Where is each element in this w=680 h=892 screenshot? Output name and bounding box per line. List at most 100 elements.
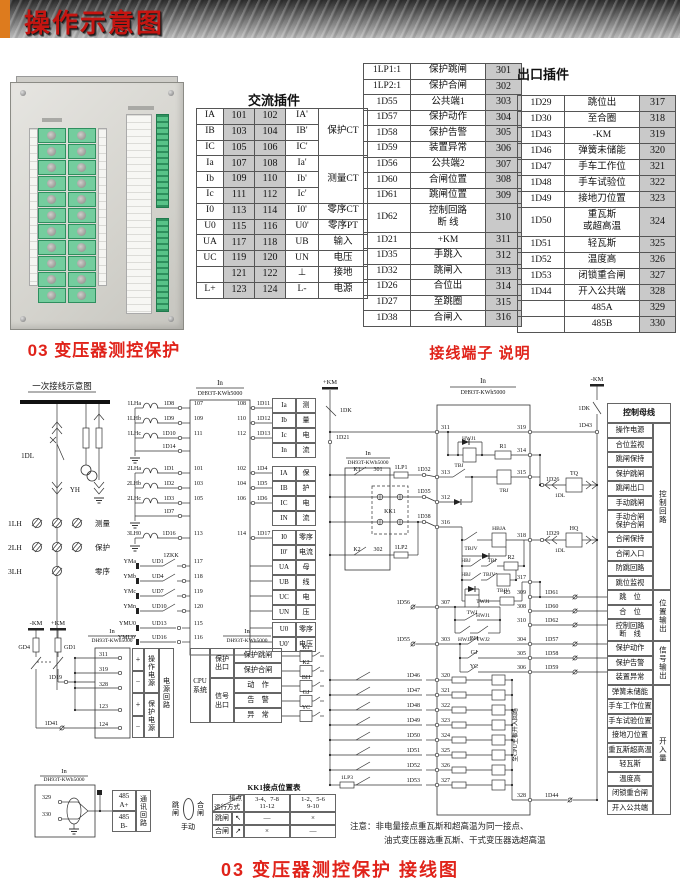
bus-tick (28, 628, 44, 631)
junction-dot (510, 693, 514, 697)
control-label: 温度高 (607, 771, 653, 786)
table-cell: Ia' (285, 155, 319, 173)
wire (51, 427, 63, 435)
ct-symbol (32, 542, 42, 552)
diagram-label: 104 (237, 481, 246, 487)
screw-icon (47, 211, 56, 220)
table-cell: 跳闸入 (410, 263, 486, 281)
diagram-label: HWJ1 (462, 436, 476, 442)
control-label: 跳闸保持 (607, 452, 653, 467)
terminal-row (38, 192, 96, 207)
terminal-cell (68, 288, 96, 303)
diagram-label: 309 (517, 590, 526, 596)
kk1-row-name: 跳闸 (212, 812, 232, 825)
control-label: 合闸保持 (607, 532, 653, 547)
diagram-label: K1 (302, 645, 309, 651)
diagram-label: 1D13 (257, 431, 270, 437)
terminal (527, 655, 533, 661)
table-cell: 1D53 (517, 268, 565, 285)
junction-dot (510, 723, 514, 727)
diagram-label: 1D3 (164, 496, 174, 502)
table-cell: 保护跳闸 (410, 63, 486, 80)
component (499, 596, 515, 606)
diagram-label: 124 (99, 722, 108, 728)
table-cell: 跳位出 (564, 95, 640, 112)
ct-value: I0' (272, 545, 296, 560)
wire (486, 558, 498, 567)
diagram-label: 1D14 (162, 444, 175, 450)
screw-icon (77, 179, 86, 188)
component (491, 689, 506, 701)
screw-icon (47, 259, 56, 268)
diagram-label: 311 (99, 652, 108, 658)
plug-slash (572, 641, 578, 647)
power-sign: + (132, 648, 144, 671)
table-cell: 接地刀位置 (564, 191, 640, 208)
diagram-label: 1D50 (407, 733, 420, 739)
component (54, 637, 62, 653)
terminal (63, 679, 69, 685)
kk-switch-row: 跳闸合闸 (168, 798, 208, 820)
note-line2: 油式变压器选重瓦斯、干式变压器选超高温 (384, 834, 546, 845)
kk1-cell: — (244, 812, 290, 825)
terminal (181, 563, 187, 569)
screw-icon (47, 163, 56, 172)
panel-micro-label (42, 118, 62, 122)
terminal (250, 470, 256, 476)
table-cell: 合闸入 (410, 310, 486, 327)
diagram-label: 1D58 (545, 651, 558, 657)
ct-hatch (71, 517, 83, 529)
ct-desc: 保 (296, 466, 316, 481)
diagram-label: 3LH0 (127, 531, 141, 537)
table-cell: 1D52 (517, 252, 565, 269)
ct-coil (142, 417, 159, 424)
terminal (177, 535, 183, 541)
control-label: 手动跳闸 (607, 495, 653, 510)
ct-row: U0'电压 (272, 637, 316, 652)
diagram-label: 1D51 (407, 748, 420, 754)
diagram-label: KK1 (384, 509, 396, 515)
wire (585, 535, 592, 545)
diagram-label: GJ (471, 650, 478, 656)
table-cell: 1D49 (517, 191, 565, 208)
diagram-label: 119 (194, 589, 203, 595)
table-cell: 1LP1:1 (363, 63, 411, 80)
ct-desc: 电 (296, 496, 316, 511)
terminal-cell (68, 256, 96, 271)
power-sign: + (132, 693, 144, 716)
table-cell: L+ (196, 281, 224, 299)
table-cell: 322 (639, 175, 676, 192)
table-cell: 109 (223, 171, 255, 188)
diagram-label: HBJ (461, 558, 470, 564)
table-cell: Ib (196, 171, 224, 188)
ct-symbol (52, 542, 62, 552)
table-cell: 112 (254, 186, 286, 204)
control-group-rows: 保护动作保护告警装置异常 (607, 641, 653, 685)
kk-switch-right: 合闸 (196, 801, 205, 817)
component (491, 674, 506, 686)
diagram-label: 1D5 (257, 481, 267, 487)
table-cell: 307 (485, 156, 522, 174)
table-cell: 314 (485, 279, 522, 296)
terminal (527, 579, 533, 585)
diagram-label: DH93T-KWh5000 (43, 777, 84, 783)
control-label: 合 位 (607, 604, 653, 619)
diagram-label: 保护 (95, 542, 110, 552)
table-cell: IC' (285, 139, 319, 157)
terminal (177, 485, 183, 491)
table-cell: 116 (254, 218, 286, 236)
diagram-label: 3LH (8, 567, 22, 576)
diagram-label: 328 (517, 793, 526, 799)
terminal (117, 707, 123, 713)
diagram-label: 308 (517, 604, 526, 610)
diagram-label: TBJV (497, 588, 510, 594)
table-cell: 111 (223, 186, 255, 204)
